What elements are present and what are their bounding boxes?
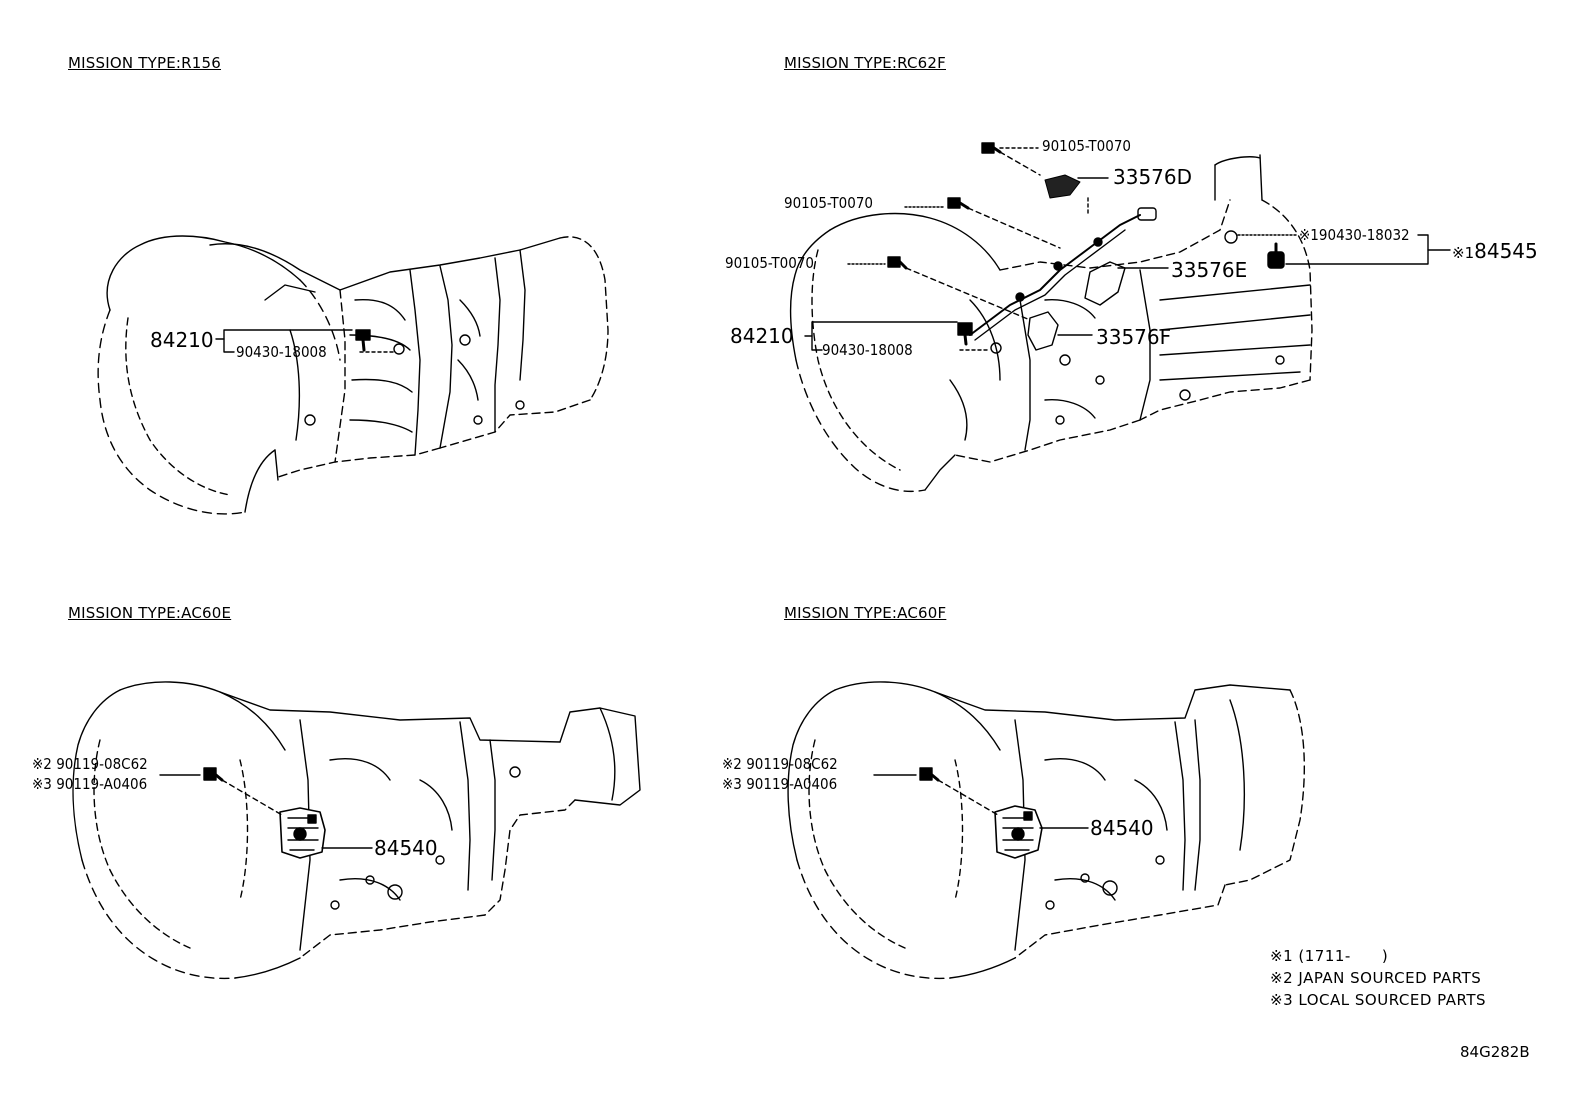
panel-title-rc62f: MISSION TYPE:RC62F [784,54,946,72]
part-label-90105-top: 90105-T0070 [1042,137,1131,155]
part-label-90430-18008-rc: 90430-18008 [822,341,913,359]
part-label-84545: ※184545 [1452,240,1538,264]
part-number: 90119-08C62 [746,755,838,773]
bracket-33576d-icon [1044,174,1081,199]
part-label-33576f: 33576F [1096,325,1172,349]
part-label-84540: 84540 [374,836,438,860]
bracket-33576e-icon [1084,261,1126,306]
part-number: 90430-18032 [1318,226,1410,244]
part-number: 90119-A0406 [56,775,148,793]
gasket-ring-rc-icon [990,342,1002,354]
part-label-90119-a0406: ※3 90119-A0406 [32,775,147,793]
sensor-84545-icon [1267,242,1285,269]
panel-title-ac60e: MISSION TYPE:AC60E [68,604,232,622]
speed-sensor-84210-rc-icon [957,322,973,346]
legend-text: LOCAL SOURCED PARTS [1298,991,1487,1009]
part-number: 90119-A0406 [746,775,838,793]
ac60e-transmission-drawing [72,681,641,980]
bolt-90119-icon [203,767,224,782]
part-label-84210: 84210 [150,328,214,352]
bolt-90119-f-icon [919,767,940,782]
legend-mark: ※1 [1270,947,1294,965]
panel-title-r156: MISSION TYPE:R156 [68,54,221,72]
ac60f-transmission-drawing [787,681,1305,980]
part-label-84540-f: 84540 [1090,816,1154,840]
part-label-90119-08c62: ※2 90119-08C62 [32,755,148,773]
panel-title-ac60f: MISSION TYPE:AC60F [784,604,947,622]
legend-text: (1711- ) [1298,947,1389,965]
legend-note-2: ※2 JAPAN SOURCED PARTS [1270,968,1481,989]
note-mark: ※3 [32,775,52,793]
part-label-84210-rc: 84210 [730,324,794,348]
note-mark: ※2 [32,755,52,773]
rc62f-transmission-drawing [789,142,1451,493]
legend-note-3: ※3 LOCAL SOURCED PARTS [1270,990,1486,1011]
position-switch-84540-f-icon [994,805,1043,859]
part-number: 84545 [1474,239,1538,263]
part-label-90119-08c62-f: ※2 90119-08C62 [722,755,838,773]
legend-text: JAPAN SOURCED PARTS [1298,969,1482,987]
gasket-ring-icon [393,343,405,355]
bolt-90105-mid-icon [947,197,970,210]
bolt-90105-low-icon [887,256,908,270]
legend-mark: ※2 [1270,969,1294,987]
drawing-code: 84G282B [1460,1043,1530,1061]
part-label-33576d: 33576D [1113,165,1193,189]
note-mark: ※1 [1299,226,1319,244]
part-number: 90119-08C62 [56,755,148,773]
speed-sensor-84210-icon [355,329,371,341]
legend-note-1: ※1 (1711- ) [1270,946,1388,967]
r156-transmission-drawing [97,235,609,515]
part-label-33576e: 33576E [1171,258,1248,282]
note-mark: ※3 [722,775,742,793]
gasket-90430-18032-icon [1224,230,1238,244]
bracket-33576f-icon [1027,311,1059,351]
bolt-90105-top-icon [981,142,1002,154]
note-mark: ※2 [722,755,742,773]
part-label-90105-low: 90105-T0070 [725,254,814,272]
part-label-90105-mid: 90105-T0070 [784,194,873,212]
part-label-90119-a0406-f: ※3 90119-A0406 [722,775,837,793]
note-mark: ※1 [1452,244,1475,262]
position-switch-84540-icon [279,807,326,859]
part-label-90430-18008: 90430-18008 [236,343,327,361]
legend-mark: ※3 [1270,991,1294,1009]
part-label-90430-18032: ※190430-18032 [1299,226,1410,244]
